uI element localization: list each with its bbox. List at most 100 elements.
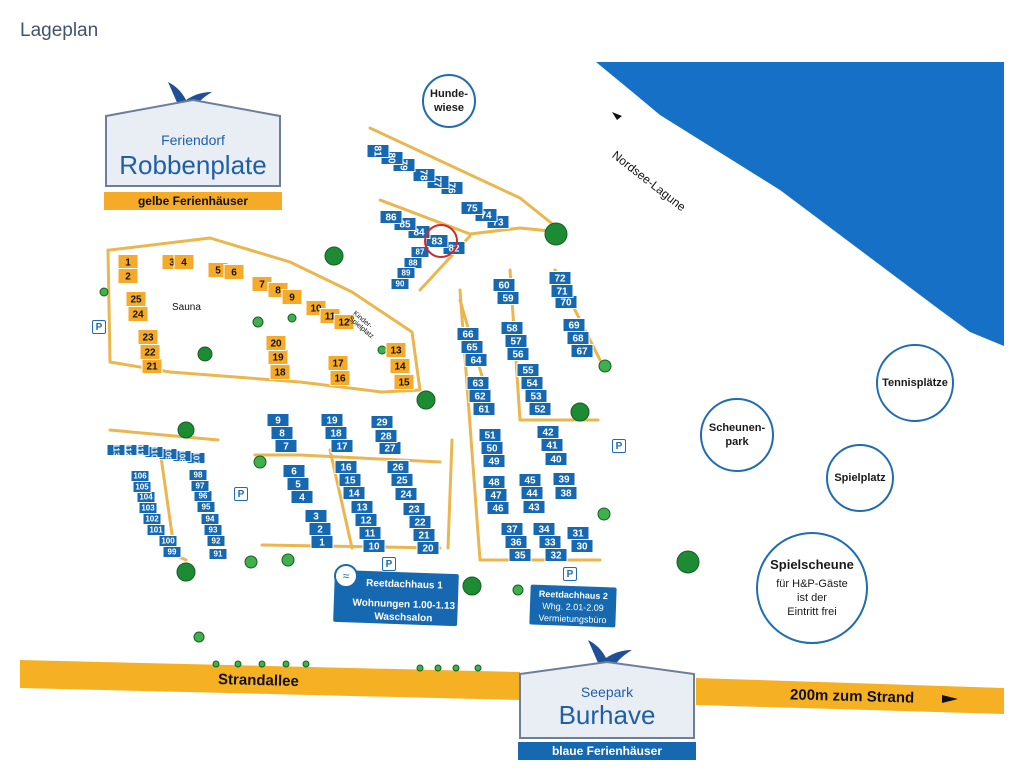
house-number: 113 <box>111 444 120 457</box>
tree-icon <box>324 246 344 266</box>
burhave-banner: blaue Ferienhäuser <box>518 742 696 760</box>
house-41: 41 <box>540 438 564 452</box>
house-45: 45 <box>518 473 542 487</box>
house-shape <box>125 291 147 307</box>
house-number: 98 <box>194 471 203 480</box>
house-number: 60 <box>498 280 510 291</box>
house-78: 78 <box>412 168 436 182</box>
house-113: 113 <box>106 444 126 457</box>
house-shape <box>516 363 540 377</box>
reetdach2-box: Reetdachhaus 2 Whg. 2.01-2.09 Vermietung… <box>529 584 617 628</box>
house-number: 54 <box>526 378 538 389</box>
house-number: 61 <box>478 404 490 415</box>
house-shape <box>106 444 126 456</box>
house-shape <box>266 413 290 427</box>
house-number: 36 <box>510 537 522 548</box>
house-number: 6 <box>231 267 237 278</box>
house-number: 10 <box>368 541 380 552</box>
house-number: 75 <box>466 203 478 214</box>
house-shape <box>333 314 355 330</box>
house-number: 44 <box>526 488 538 499</box>
house-81: 81 <box>366 144 390 158</box>
footpath-line <box>446 438 454 550</box>
house-38: 38 <box>554 486 578 500</box>
house-number: 103 <box>141 504 155 513</box>
house-13: 13 <box>385 342 407 358</box>
house-number: 59 <box>502 293 514 304</box>
house-50: 50 <box>480 441 504 455</box>
strandallee-road <box>20 660 520 700</box>
house-number: 80 <box>386 152 397 164</box>
parking-sign: P <box>234 487 248 501</box>
tree-icon <box>258 660 266 668</box>
house-number: 43 <box>528 502 540 513</box>
house-number: 69 <box>568 320 580 331</box>
house-number: 4 <box>181 257 187 268</box>
strand-road <box>696 678 1004 714</box>
house-number: 83 <box>431 236 443 247</box>
footpath-line <box>378 198 562 236</box>
house-number: 4 <box>299 492 305 503</box>
house-number: 111 <box>135 444 144 457</box>
house-number: 64 <box>470 355 482 366</box>
tree-icon <box>474 664 482 672</box>
house-number: 25 <box>130 294 142 305</box>
house-shape <box>566 526 590 540</box>
house-number: 19 <box>272 352 284 363</box>
spielplatz-label: Spielplatz <box>826 444 894 512</box>
house-shape <box>327 355 349 371</box>
house-number: 58 <box>506 323 518 334</box>
house-16: 16 <box>329 370 351 386</box>
tree-icon <box>676 550 700 574</box>
lagoon-arrow-icon <box>612 112 622 120</box>
house-7: 7 <box>274 439 298 453</box>
house-16: 16 <box>334 460 358 474</box>
house-49: 49 <box>482 454 506 468</box>
house-102: 102 <box>142 513 162 525</box>
house-62: 62 <box>468 389 492 403</box>
house-13: 13 <box>350 500 374 514</box>
house-number: 7 <box>283 441 289 452</box>
house-40: 40 <box>544 452 568 466</box>
house-number: 10 <box>310 303 322 314</box>
house-shape <box>158 535 178 547</box>
house-number: 34 <box>538 524 550 535</box>
house-number: 37 <box>506 524 518 535</box>
house-97: 97 <box>190 480 210 492</box>
house-30: 30 <box>570 539 594 553</box>
footpath-line <box>108 428 220 442</box>
house-94: 94 <box>200 513 220 525</box>
strand-label: 200m zum Strand <box>789 686 915 707</box>
house-55: 55 <box>516 363 540 377</box>
house-24: 24 <box>127 306 149 322</box>
footpaths <box>106 126 602 562</box>
house-number: 24 <box>132 309 144 320</box>
house-89: 89 <box>396 267 416 279</box>
house-57: 57 <box>504 334 528 348</box>
tree-icon <box>597 507 611 521</box>
tree-icon <box>544 222 568 246</box>
house-shape <box>137 329 159 345</box>
house-shape <box>456 327 480 341</box>
house-shape <box>492 278 516 292</box>
house-number: 20 <box>270 338 282 349</box>
robbenplate-small: Feriendorf <box>161 132 225 148</box>
house-shape <box>265 335 287 351</box>
house-number: 57 <box>510 336 522 347</box>
house-10: 10 <box>362 539 386 553</box>
house-104: 104 <box>136 491 156 503</box>
house-number: 25 <box>396 475 408 486</box>
house-number: 101 <box>149 526 163 535</box>
footpath-line <box>253 453 442 464</box>
house-61: 61 <box>472 402 496 416</box>
house-shape <box>562 318 586 332</box>
house-number: 90 <box>396 280 405 289</box>
strandallee-label: Strandallee <box>217 670 300 691</box>
house-93: 93 <box>203 524 223 536</box>
house-number: 96 <box>199 492 208 501</box>
house-number: 68 <box>572 333 584 344</box>
house-15: 15 <box>338 473 362 487</box>
sauna-label: Sauna <box>172 302 201 313</box>
house-23: 23 <box>137 329 159 345</box>
